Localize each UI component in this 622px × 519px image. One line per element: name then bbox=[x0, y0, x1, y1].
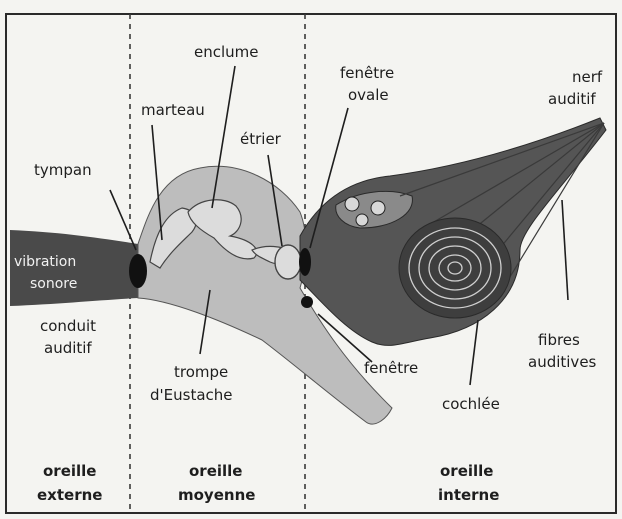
label-nerf-auditif-1: nerf bbox=[572, 68, 603, 86]
label-tympan: tympan bbox=[34, 161, 92, 179]
semicircular-canal-3 bbox=[356, 214, 368, 226]
label-conduit-auditif-2: auditif bbox=[44, 339, 92, 357]
label-etrier: étrier bbox=[240, 130, 282, 148]
label-marteau: marteau bbox=[141, 101, 205, 119]
label-cochlee: cochlée bbox=[442, 395, 500, 413]
label-nerf-auditif-2: auditif bbox=[548, 90, 596, 108]
label-enclume: enclume bbox=[194, 43, 259, 61]
pointer-cochlee bbox=[470, 320, 478, 385]
section-externe-line2: externe bbox=[37, 486, 102, 504]
label-fenetre-ovale-1: fenêtre bbox=[340, 64, 394, 82]
label-fibres-auditives-2: auditives bbox=[528, 353, 597, 371]
stirrup-footplate bbox=[275, 245, 301, 279]
label-trompe-2: d'Eustache bbox=[150, 386, 233, 404]
cochlea-spiral bbox=[399, 218, 511, 318]
eardrum-tympan bbox=[129, 254, 147, 288]
semicircular-canal-1 bbox=[345, 197, 359, 211]
section-moyenne-line1: oreille bbox=[189, 462, 242, 480]
section-externe-line1: oreille bbox=[43, 462, 96, 480]
semicircular-canal-2 bbox=[371, 201, 385, 215]
label-conduit-auditif-1: conduit bbox=[40, 317, 96, 335]
label-fibres-auditives-1: fibres bbox=[538, 331, 580, 349]
label-vibration-sonore-1: vibration bbox=[14, 254, 76, 270]
label-fenetre-ovale-2: ovale bbox=[348, 86, 389, 104]
oval-window bbox=[299, 248, 311, 276]
label-trompe-1: trompe bbox=[174, 363, 228, 381]
label-vibration-sonore-2: sonore bbox=[30, 276, 77, 292]
section-interne-line1: oreille bbox=[440, 462, 493, 480]
pointer-fibres-auditives bbox=[562, 200, 568, 300]
section-moyenne-line2: moyenne bbox=[178, 486, 255, 504]
label-fenetre: fenêtre bbox=[364, 359, 418, 377]
round-window bbox=[301, 296, 313, 308]
section-interne-line2: interne bbox=[438, 486, 499, 504]
